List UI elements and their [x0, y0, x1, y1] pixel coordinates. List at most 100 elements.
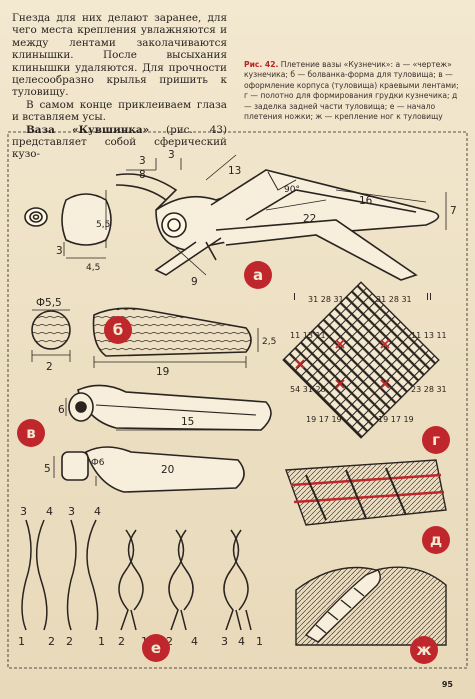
braid-top-4a: 4	[46, 505, 53, 518]
braid-top-3a: 3	[20, 505, 27, 518]
dim-5-5: 5,5	[96, 220, 110, 230]
label-v-circle	[17, 419, 45, 447]
paragraph-3-rest: (рис. 43) представляет собой сферический…	[12, 123, 227, 161]
panel-zh-attachment	[295, 566, 447, 646]
label-d-circle	[422, 526, 450, 554]
label-a: а	[253, 266, 263, 284]
braid-1	[21, 519, 32, 631]
braid-bot-9: 3	[221, 635, 228, 648]
panel-b-blank	[31, 307, 259, 368]
panel-a-grasshopper	[24, 154, 447, 281]
label-a-circle	[244, 261, 272, 289]
mid-leg	[205, 241, 217, 261]
dim-3c: 3	[56, 245, 63, 257]
grid-left-top: 11 13 11	[290, 331, 326, 340]
dim-90: 90°	[284, 185, 300, 195]
braid-bot-10: 4	[238, 635, 245, 648]
grid-numbers: I II 31 28 31 31 28 31 11 13 11 11 13 11…	[290, 292, 447, 424]
panel-v-dims: 6 15 5 Ф6 20	[44, 404, 194, 476]
panel-d-tail	[285, 459, 447, 526]
label-v: в	[26, 424, 36, 442]
grid-bottom-left: 19 17 19	[306, 415, 342, 424]
leg-braid	[304, 569, 381, 643]
dim-5: 5	[44, 463, 51, 475]
blank-end-circle	[31, 310, 71, 350]
grid-right-top: 11 13 11	[411, 331, 447, 340]
panel-v-body	[53, 384, 272, 493]
dim-19: 19	[156, 366, 169, 378]
figure-caption: Рис. 42. Плетение вазы «Кузнечик»: а — «…	[244, 60, 464, 122]
braid-bot-4: 1	[98, 635, 105, 648]
braid-top-3b: 3	[68, 505, 75, 518]
braid-bot-5: 2	[118, 635, 125, 648]
paragraph-2: В самом конце приклеиваем глаза и вставл…	[12, 98, 227, 124]
label-g: г	[432, 431, 440, 449]
dim-3a: 3	[139, 155, 146, 167]
grid-right-bottom: 23 28 31	[411, 385, 447, 394]
weave-square	[282, 281, 440, 439]
panel-b-dims: Ф5,5 2 19 2,5	[36, 297, 276, 378]
head-bottom	[61, 451, 89, 481]
label-b: б	[113, 321, 123, 339]
dim-9: 9	[191, 276, 198, 288]
front-leg	[154, 237, 222, 276]
eye-spiral	[24, 207, 48, 227]
braid-bot-7: 2	[166, 635, 173, 648]
grid-bottom-right: 19 17 19	[378, 415, 414, 424]
dim-8: 8	[139, 169, 146, 181]
dim-phi-6: Ф6	[91, 458, 105, 468]
red-marks	[295, 339, 390, 389]
body-top	[77, 384, 272, 431]
label-e-circle	[142, 634, 170, 662]
braid-2	[66, 519, 77, 631]
grid-left-bottom: 54 31 28	[290, 385, 326, 394]
wing	[210, 169, 440, 241]
body-text: Гнезда для них делают заранее, для чего …	[12, 12, 227, 161]
dim-2-5: 2,5	[262, 337, 276, 347]
dim-20: 20	[161, 464, 174, 476]
braid-bot-8: 4	[191, 635, 198, 648]
dim-7: 7	[450, 205, 457, 217]
blank-body	[92, 307, 252, 357]
dim-lines-a	[63, 154, 447, 276]
panel-a-dims: 3 8 3 13 90° 16 22 7 5,5 4,5 3 9	[56, 149, 457, 288]
figure-number: Рис. 42.	[244, 60, 279, 69]
dim-4-5: 4,5	[86, 263, 100, 273]
roman-I: I	[293, 292, 296, 303]
label-b-circle	[104, 316, 132, 344]
label-g-circle	[422, 426, 450, 454]
braid-top-4b: 4	[94, 505, 101, 518]
label-zh-circle	[410, 636, 438, 664]
page-number: 95	[441, 680, 453, 689]
braid-5	[223, 529, 252, 631]
label-d: д	[430, 531, 442, 549]
hind-leg	[215, 219, 418, 281]
paragraph-3: Ваза «Кувшинка» (рис. 43) представляет с…	[12, 124, 227, 161]
wing-inner	[245, 189, 417, 221]
panel-g-weave-grid: I II 31 28 31 31 28 31 11 13 11 11 13 11…	[282, 281, 447, 439]
braid-bot-11: 1	[256, 635, 263, 648]
caption-text: Плетение вазы «Кузнечик»: а — «чертеж» к…	[244, 60, 459, 122]
grid-top-left: 31 28 31	[308, 295, 344, 304]
dim-16: 16	[359, 195, 373, 207]
braid-bot-2: 2	[48, 635, 55, 648]
vase-title: Ваза «Кувшинка»	[26, 123, 150, 136]
label-e: е	[151, 639, 161, 657]
dim-2: 2	[46, 361, 53, 373]
body-bottom	[85, 446, 245, 493]
antenna-2	[115, 184, 167, 201]
figure-border	[7, 131, 468, 669]
braid-bot-3: 2	[66, 635, 73, 648]
figure-42-illustration: 3 8 3 13 90° 16 22 7 5,5 4,5 3 9 а	[7, 131, 468, 669]
antenna	[115, 173, 178, 211]
dim-15: 15	[181, 416, 194, 428]
braid-3	[118, 529, 137, 631]
dim-22: 22	[303, 213, 316, 225]
angle-mark	[267, 171, 297, 191]
paragraph-1: Гнезда для них делают заранее, для чего …	[12, 12, 227, 99]
panel-e-braids	[21, 519, 252, 631]
braid-4	[168, 529, 187, 631]
dim-6: 6	[58, 404, 65, 416]
label-zh: ж	[417, 641, 432, 659]
